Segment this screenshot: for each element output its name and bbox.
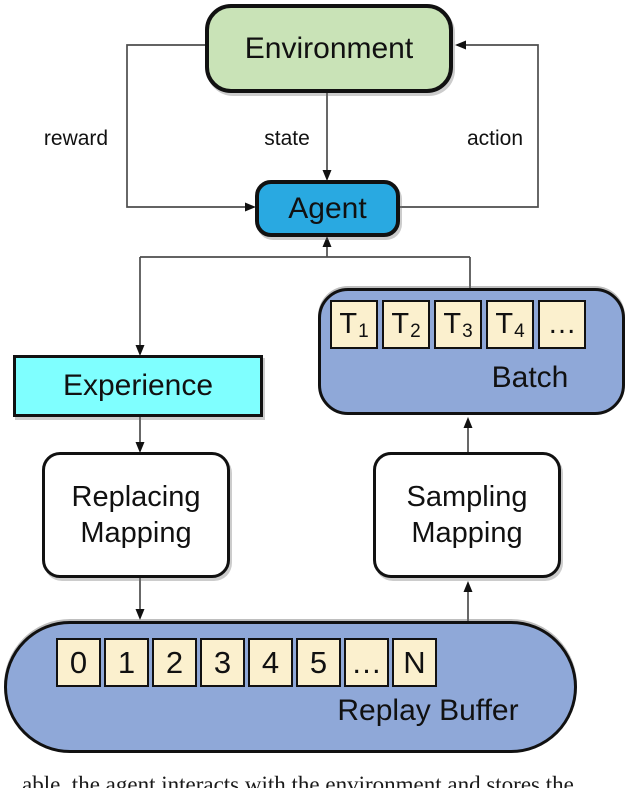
- experience-node: Experience: [13, 355, 263, 417]
- buffer-cell: 2: [152, 638, 197, 687]
- experience-label: Experience: [62, 369, 214, 402]
- state-edge-label: state: [264, 127, 310, 150]
- sampling-mapping-label: Sampling Mapping: [407, 479, 528, 551]
- environment-label: Environment: [244, 31, 414, 65]
- edge-action: [400, 44, 539, 208]
- buffer-cell: 0: [56, 638, 101, 687]
- sampling-line1: Sampling: [406, 481, 528, 513]
- buffer-cell: …: [344, 638, 389, 687]
- replacing-mapping-label: Replacing Mapping: [72, 479, 201, 551]
- replacing-line1: Replacing: [71, 481, 201, 513]
- buffer-cell: 5: [296, 638, 341, 687]
- batch-label: Batch: [491, 361, 569, 394]
- replacing-mapping-node: Replacing Mapping: [42, 452, 230, 578]
- buffer-cell: 1: [104, 638, 149, 687]
- agent-node: Agent: [255, 180, 400, 237]
- buffer-cell: N: [392, 638, 437, 687]
- edge-reward: [126, 44, 252, 208]
- replacing-line2: Mapping: [80, 517, 192, 549]
- arrowheads: [135, 40, 473, 620]
- buffer-cell: …: [538, 300, 586, 349]
- agent-label: Agent: [288, 191, 367, 225]
- environment-node: Environment: [205, 4, 453, 93]
- action-edge-label: action: [466, 127, 524, 150]
- buffer-cell: 4: [248, 638, 293, 687]
- sampling-line2: Mapping: [411, 517, 523, 549]
- sampling-mapping-node: Sampling Mapping: [373, 452, 561, 578]
- replay-buffer-label: Replay Buffer: [337, 694, 519, 727]
- edge-agent-bus: [139, 238, 471, 352]
- buffer-cell: 3: [200, 638, 245, 687]
- reward-edge-label: reward: [43, 127, 109, 150]
- caption-text-clipped: able, the agent interacts with the envir…: [22, 772, 574, 788]
